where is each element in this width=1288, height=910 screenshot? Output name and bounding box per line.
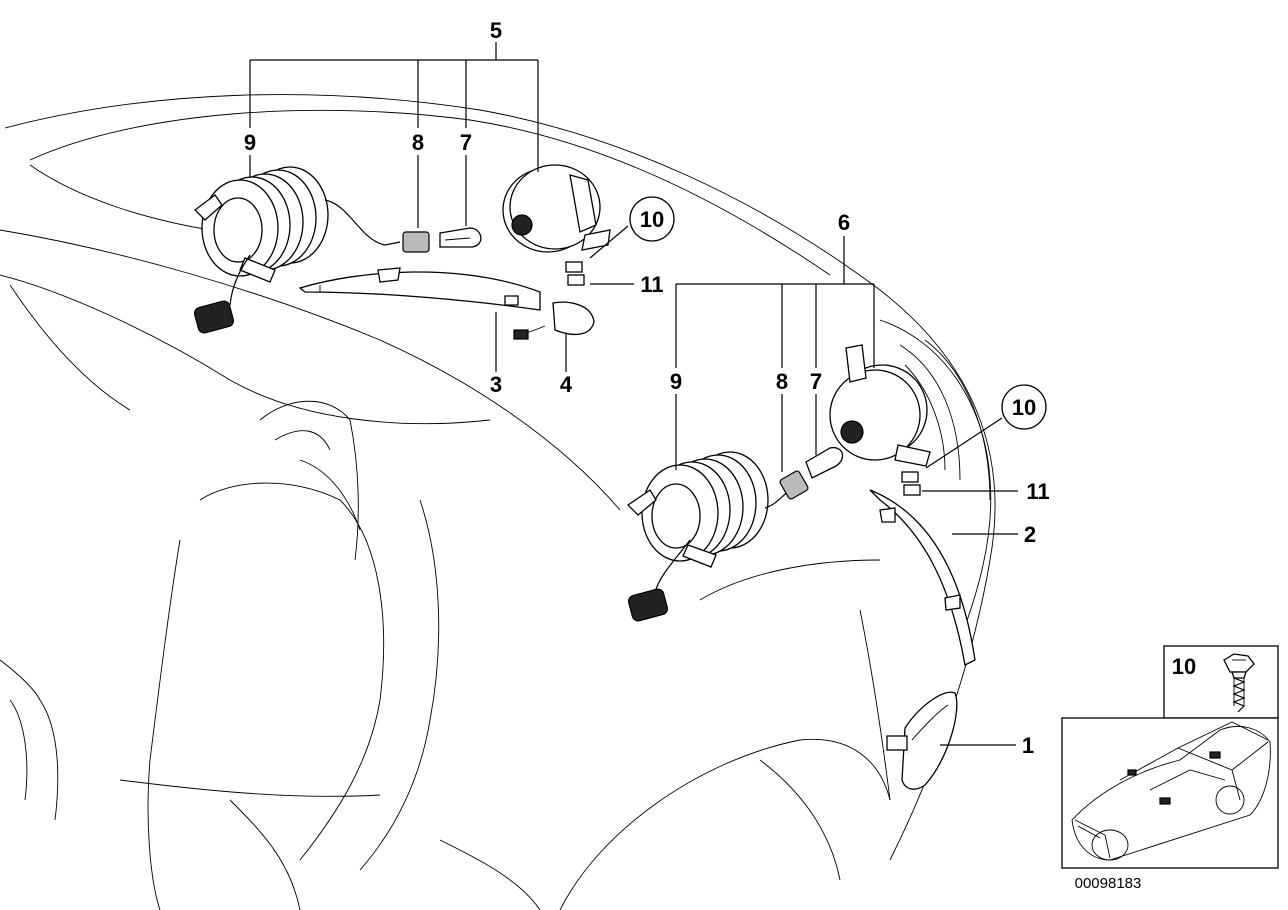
- left-headlight-housing: [193, 166, 329, 334]
- callout-10-right-circle: [1001, 384, 1047, 430]
- right-bulb: [805, 446, 844, 479]
- left-reflector: [502, 164, 611, 253]
- drawing-code: 00098183: [1075, 875, 1142, 892]
- callout-7-left: 7: [460, 130, 472, 155]
- callout-11-left: 11: [640, 272, 663, 297]
- callout-8-right: 8: [776, 369, 788, 394]
- callout-9-right: 9: [670, 369, 682, 394]
- left-clip-upper: [565, 261, 583, 273]
- callout-2: 2: [1024, 522, 1036, 547]
- right-clip-lower: [903, 484, 921, 496]
- callout-4: 4: [560, 372, 573, 397]
- left-clip-lower: [567, 274, 585, 286]
- left-small-lamp: [513, 301, 595, 340]
- callout-7-right: 7: [810, 369, 822, 394]
- car-body-outline: [0, 94, 996, 910]
- right-reflector: [829, 344, 931, 467]
- callout-5: 5: [490, 18, 502, 43]
- callout-labels: 5 9 8 7 10 11 3 4 6 9 8 7 10 11 2 1: [244, 18, 1050, 758]
- screw-icon: [1223, 653, 1255, 713]
- callout-8-left: 8: [412, 130, 424, 155]
- leader-lines: [249, 42, 1018, 746]
- left-side-strip: [298, 267, 541, 311]
- callout-6: 6: [838, 210, 850, 235]
- right-clip-upper: [901, 471, 919, 483]
- right-side-strip: [869, 489, 976, 666]
- right-headlight-assembly: [626, 344, 931, 622]
- callout-9-left: 9: [244, 130, 256, 155]
- left-bulb-socket: [402, 231, 430, 253]
- callout-10-right: 10: [1012, 395, 1036, 420]
- car-location-inset: [1061, 717, 1279, 869]
- screw-inset: 10: [1163, 645, 1279, 719]
- right-headlight-housing: [626, 451, 769, 622]
- side-repeater: [886, 691, 958, 790]
- left-bulb: [439, 227, 482, 248]
- right-bulb-socket: [779, 470, 809, 500]
- screw-inset-label: 10: [1172, 654, 1196, 679]
- callout-10-left-circle: [629, 196, 675, 242]
- callout-1: 1: [1022, 733, 1034, 758]
- callout-11-right: 11: [1026, 479, 1049, 504]
- callout-10-left: 10: [640, 207, 664, 232]
- car-thumbnail-icon: [1071, 721, 1271, 861]
- left-headlight-assembly: [193, 164, 611, 334]
- callout-3: 3: [490, 372, 502, 397]
